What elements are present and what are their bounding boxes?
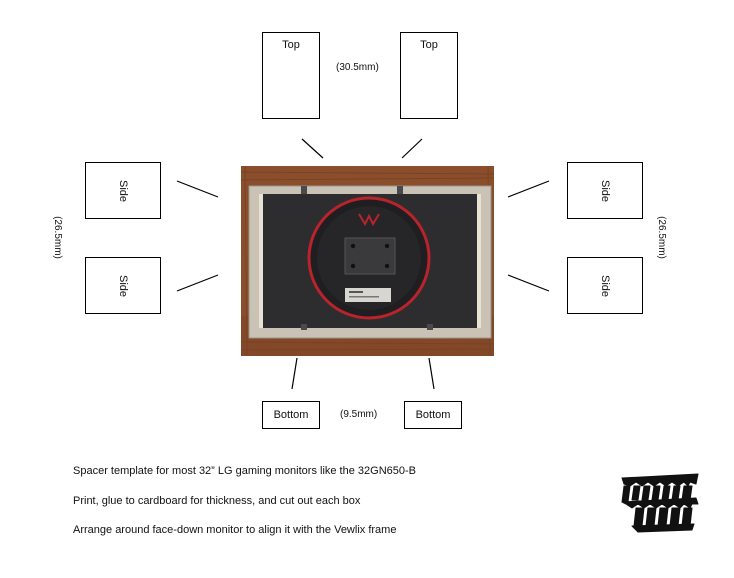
monitor-photo <box>241 166 494 356</box>
top-spacer-left: Top <box>262 32 320 119</box>
pointer-line-side-left-2 <box>176 274 219 292</box>
side-spacer-right-lower: Side <box>567 257 643 314</box>
side-spacer-left-lower: Side <box>85 257 161 314</box>
side-spacer-left-upper: Side <box>85 162 161 219</box>
side-spacer-label: Side <box>599 274 611 297</box>
side-spacer-right-upper: Side <box>567 162 643 219</box>
pointer-line-side-right-1 <box>507 180 550 198</box>
top-dimension: (30.5mm) <box>336 62 379 73</box>
bottom-spacer-left: Bottom <box>262 401 320 429</box>
bottom-spacer-label: Bottom <box>273 409 309 421</box>
bottom-dimension: (9.5mm) <box>340 409 378 420</box>
instruction-line: Spacer template for most 32” LG gaming m… <box>73 465 416 477</box>
side-dimension-right: (26.5mm) <box>655 216 667 259</box>
top-spacer-right: Top <box>400 32 458 119</box>
instruction-line: Arrange around face-down monitor to alig… <box>73 524 397 536</box>
side-spacer-label: Side <box>117 179 129 202</box>
top-spacer-label: Top <box>420 39 438 51</box>
side-dimension-left: (26.5mm) <box>51 216 63 259</box>
bottom-spacer-right: Bottom <box>404 401 462 429</box>
pointer-line-bottom-right <box>428 357 435 390</box>
instruction-line: Print, glue to cardboard for thickness, … <box>73 495 361 507</box>
pointer-line-side-right-2 <box>507 274 550 292</box>
pointer-line-side-left-1 <box>176 180 219 198</box>
side-spacer-label: Side <box>117 274 129 297</box>
gutter-trash-logo <box>621 473 699 533</box>
pointer-line-top-left <box>301 138 324 159</box>
top-spacer-label: Top <box>282 39 300 51</box>
pointer-line-top-right <box>401 138 423 159</box>
side-spacer-label: Side <box>599 179 611 202</box>
bottom-spacer-label: Bottom <box>415 409 451 421</box>
pointer-line-bottom-left <box>291 357 298 390</box>
